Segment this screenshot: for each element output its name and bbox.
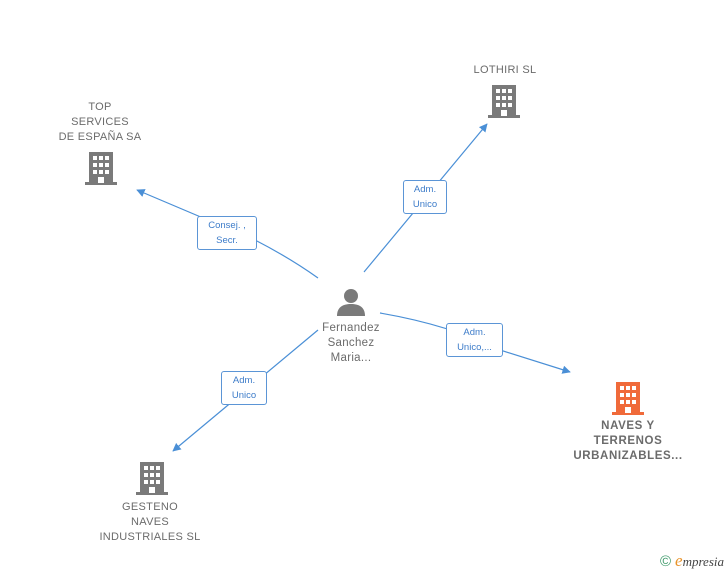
person-label[interactable]: Fernandez Sanchez Maria... xyxy=(298,321,404,366)
edge-label-line: Unico xyxy=(412,199,438,210)
person-name-line: Sanchez xyxy=(327,337,375,349)
edge-label-adm-unico-gesteno[interactable]: Adm. Unico xyxy=(221,371,267,405)
edge-label-consej-secr[interactable]: Consej. , Secr. xyxy=(197,216,257,250)
company-name-line: NAVES xyxy=(131,516,169,528)
brand-name: mpresia xyxy=(682,554,724,569)
edge-label-line: Unico,... xyxy=(457,342,492,353)
company-name-line: URBANIZABLES... xyxy=(573,450,683,462)
edge-label-line: Consej. , xyxy=(208,220,246,231)
building-icon[interactable] xyxy=(85,150,117,186)
brand-logo[interactable]: empresia xyxy=(675,551,724,571)
edge-label-line: Adm. xyxy=(232,375,256,386)
company-name-line: LOTHIRI SL xyxy=(473,64,537,76)
company-label-naves-terrenos[interactable]: NAVES Y TERRENOS URBANIZABLES... xyxy=(563,419,693,464)
company-name-line: TOP xyxy=(88,101,112,113)
company-label-top-services[interactable]: TOP SERVICES DE ESPAÑA SA xyxy=(40,100,160,145)
company-label-lothiri[interactable]: LOTHIRI SL xyxy=(445,63,565,78)
footer-branding: © empresia xyxy=(660,551,724,571)
edge-label-line: Unico xyxy=(231,390,257,401)
edge-label-line: Adm. xyxy=(413,184,437,195)
person-name-line: Maria... xyxy=(330,352,372,364)
company-name-line: GESTENO xyxy=(122,501,178,513)
building-icon[interactable] xyxy=(136,460,168,496)
company-name-line: NAVES Y xyxy=(601,420,655,432)
edge-label-adm-unico-lothiri[interactable]: Adm. Unico xyxy=(403,180,447,214)
company-label-gesteno[interactable]: GESTENO NAVES INDUSTRIALES SL xyxy=(85,500,215,545)
company-name-line: SERVICES xyxy=(71,116,129,128)
building-icon[interactable] xyxy=(612,380,644,416)
brand-initial: e xyxy=(675,551,683,570)
company-name-line: INDUSTRIALES SL xyxy=(99,531,201,543)
edge-label-line: Secr. xyxy=(216,235,238,246)
building-icon[interactable] xyxy=(488,83,520,119)
company-name-line: TERRENOS xyxy=(593,435,663,447)
company-name-line: DE ESPAÑA SA xyxy=(58,131,142,143)
copyright-icon: © xyxy=(659,552,672,570)
person-name-line: Fernandez xyxy=(322,322,380,334)
person-icon[interactable] xyxy=(336,287,366,317)
edge-label-adm-unico-naves[interactable]: Adm. Unico,... xyxy=(446,323,503,357)
edge-label-line: Adm. xyxy=(463,327,486,338)
